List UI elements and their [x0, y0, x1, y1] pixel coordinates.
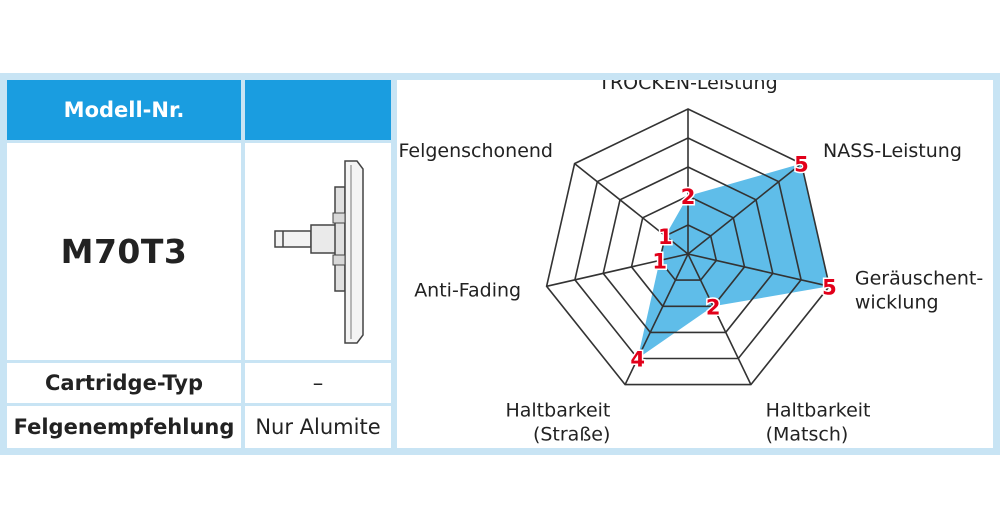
radar-axis-label-line: (Matsch)	[766, 424, 849, 446]
radar-axis-label: Haltbarkeit(Matsch)	[766, 400, 871, 446]
radar-axis-label-line: Haltbarkeit	[505, 400, 610, 422]
radar-spoke	[624, 253, 689, 385]
radar-axis-label: Anti-Fading	[414, 280, 521, 302]
radar-data-area	[637, 163, 830, 359]
radar-axis-label-line: Anti-Fading	[414, 280, 521, 302]
radar-grid-ring	[602, 166, 774, 334]
radar-value-label: 2	[681, 185, 696, 209]
radar-grid-ring	[545, 108, 831, 386]
cartridge-type-label: Cartridge-Typ	[44, 371, 204, 395]
radar-area-layer	[637, 163, 830, 359]
radar-spoke	[574, 162, 689, 255]
radar-grid-ring	[658, 224, 718, 281]
radar-grid-lines	[545, 108, 831, 386]
rim-recommendation-value: Nur Alumite	[255, 415, 381, 439]
brake-pad-icon	[274, 160, 364, 344]
header-model-label: Modell-Nr.	[63, 98, 185, 122]
radar-axis-label: NASS-Leistung	[823, 140, 962, 162]
brake-pad-image	[245, 143, 391, 360]
value-rim-recommendation: Nur Alumite	[245, 406, 391, 448]
radar-axis-label-line: Haltbarkeit	[766, 400, 871, 422]
radar-axis-label-line: wicklung	[855, 292, 939, 314]
header-model-number: Modell-Nr.	[7, 80, 241, 140]
radar-value-label: 5	[822, 275, 837, 299]
radar-axis-labels: TROCKEN-LeistungNASS-LeistungGeräuschent…	[399, 72, 984, 446]
radar-axis-label-line: NASS-Leistung	[823, 140, 962, 162]
radar-grid-ring	[574, 137, 802, 360]
value-cartridge-type: –	[245, 363, 391, 403]
cartridge-type-value: –	[312, 371, 324, 395]
radar-spoke	[687, 162, 802, 255]
radar-axis-label: Geräuschent-wicklung	[855, 268, 983, 314]
radar-spoke	[687, 253, 830, 288]
radar-axis-label: Haltbarkeit(Straße)	[505, 400, 610, 446]
rim-recommendation-label: Felgenempfehlung	[13, 415, 235, 439]
radar-grid-ring	[630, 195, 746, 308]
label-cartridge-type: Cartridge-Typ	[7, 363, 241, 403]
radar-value-label: 1	[652, 250, 667, 274]
radar-value-label: 5	[794, 153, 809, 177]
radar-axis-label: TROCKEN-Leistung	[597, 80, 777, 94]
radar-chart: 2 5 5 2 4 11 TROCKEN-LeistungNASS-LeistungGer…	[399, 72, 984, 446]
spec-table: Modell-Nr. M70T3 Cartridge-Typ – Felgene…	[7, 80, 391, 448]
radar-axis-label-line: TROCKEN-Leistung	[597, 80, 777, 94]
radar-value-labels: 2 5 5 2 4 11	[629, 151, 838, 373]
radar-value-label: 4	[630, 348, 645, 372]
radar-axis-label: Felgenschonend	[399, 140, 554, 162]
model-cell: M70T3	[7, 143, 241, 360]
radar-value-label: 1	[658, 225, 673, 249]
radar-value-label: 2	[706, 295, 721, 319]
header-image	[245, 80, 391, 140]
model-number: M70T3	[60, 232, 188, 271]
radar-axis-label-line: Felgenschonend	[399, 140, 554, 162]
radar-spoke	[546, 253, 689, 288]
radar-spoke	[687, 253, 752, 385]
label-rim-recommendation: Felgenempfehlung	[7, 406, 241, 448]
radar-axis-label-line: (Straße)	[533, 424, 610, 446]
radar-axis-label-line: Geräuschent-	[855, 268, 983, 290]
